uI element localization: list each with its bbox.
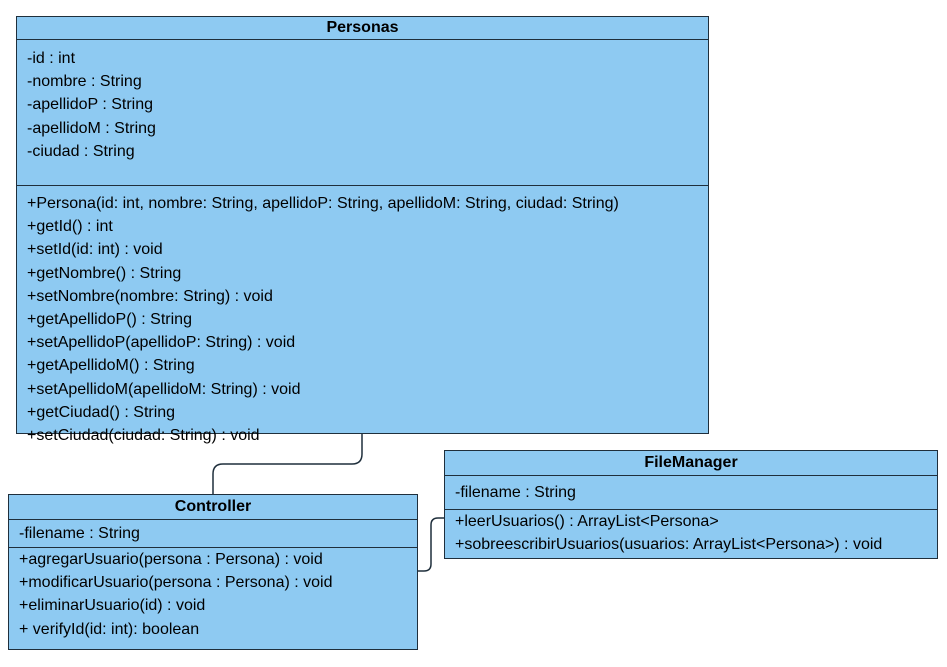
- attribute-apellidop: -apellidoP : String: [27, 96, 153, 114]
- attributes-section-filemanager: -filename : String: [445, 476, 937, 510]
- class-filemanager[interactable]: FileManager -filename : String +leerUsua…: [444, 450, 938, 559]
- methods-section-filemanager: +leerUsuarios() : ArrayList<Persona> +so…: [445, 510, 937, 556]
- method-eliminarusuario: +eliminarUsuario(id) : void: [19, 597, 206, 615]
- method-persona-constructor: +Persona(id: int, nombre: String, apelli…: [27, 195, 619, 212]
- class-controller[interactable]: Controller -filename : String +agregarUs…: [8, 494, 418, 650]
- methods-section-controller: +agregarUsuario(persona : Persona) : voi…: [9, 548, 417, 641]
- method-getciudad: +getCiudad() : String: [27, 403, 176, 421]
- method-getapellidom: +getApellidoM() : String: [27, 357, 195, 375]
- attributes-section-controller: -filename : String: [9, 520, 417, 548]
- personas-controller-association: [212, 434, 363, 494]
- method-verifyid: + verifyId(id: int): boolean: [19, 620, 200, 638]
- attributes-section-personas: -id : int -nombre : String -apellidoP : …: [17, 40, 708, 186]
- attribute-nombre: -nombre : String: [27, 73, 142, 91]
- method-agregarusuario: +agregarUsuario(persona : Persona) : voi…: [19, 551, 323, 568]
- attribute-ciudad: -ciudad : String: [27, 142, 135, 160]
- method-getnombre: +getNombre() : String: [27, 264, 182, 282]
- method-setid: +setId(id: int) : void: [27, 241, 163, 259]
- attribute-apellidom: -apellidoM : String: [27, 119, 156, 137]
- method-setapellidop: +setApellidoP(apellidoP: String) : void: [27, 334, 296, 352]
- methods-section-personas: +Persona(id: int, nombre: String, apelli…: [17, 186, 708, 447]
- method-getid: +getId() : int: [27, 218, 113, 236]
- method-sobreescribirusuarios: +sobreescribirUsuarios(usuarios: ArrayLi…: [455, 536, 883, 554]
- method-setnombre: +setNombre(nombre: String) : void: [27, 287, 273, 305]
- class-title-controller: Controller: [9, 495, 417, 520]
- attribute-id: -id : int: [27, 50, 76, 67]
- class-title-personas: Personas: [17, 17, 708, 40]
- class-title-filemanager: FileManager: [445, 451, 937, 476]
- method-leerusuarios: +leerUsuarios() : ArrayList<Persona>: [455, 513, 719, 530]
- method-getapellidop: +getApellidoP() : String: [27, 310, 192, 328]
- method-setciudad: +setCiudad(ciudad: String) : void: [27, 426, 260, 444]
- attribute-filename: -filename : String: [19, 525, 140, 542]
- attribute-filename: -filename : String: [455, 484, 576, 501]
- controller-filemanager-association: [418, 517, 444, 572]
- class-personas[interactable]: Personas -id : int -nombre : String -ape…: [16, 16, 709, 444]
- method-modificarusuario: +modificarUsuario(persona : Persona) : v…: [19, 574, 333, 592]
- method-setapellidom: +setApellidoM(apellidoM: String) : void: [27, 380, 301, 398]
